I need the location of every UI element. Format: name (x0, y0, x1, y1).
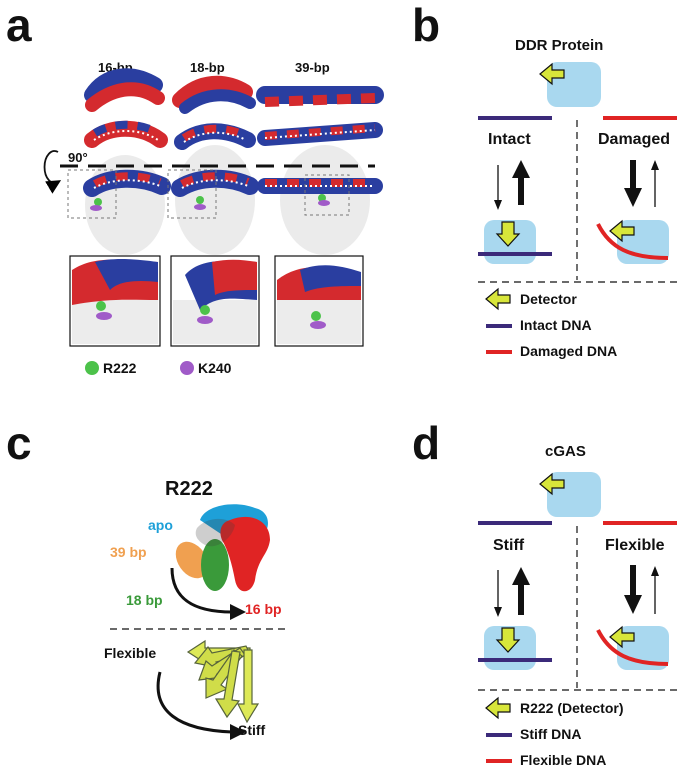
column-label-39bp: 39-bp (295, 60, 330, 75)
zoom-insets (69, 255, 364, 347)
panel-c-label-apo: apo (148, 517, 173, 533)
panel-d-legend-stiff: Stiff DNA (520, 726, 582, 742)
panel-d-left-label: Stiff (493, 537, 525, 554)
panel-c-title: R222 (165, 478, 213, 500)
panel-letter-a: a (6, 0, 32, 51)
column-label-18bp: 18-bp (190, 60, 225, 75)
panel-b-left-label: Intact (488, 131, 531, 148)
panel-c-label-18bp: 18 bp (126, 592, 163, 608)
legend-dot-k240 (180, 361, 194, 375)
rotation-label: 90° (68, 150, 88, 165)
panel-d-legend-flexible: Flexible DNA (520, 752, 607, 768)
rotate-arrow-icon (43, 150, 62, 194)
panel-c-label-flexible: Flexible (104, 645, 157, 661)
legend-dot-r222 (85, 361, 99, 375)
panel-d-right-label: Flexible (605, 537, 665, 554)
protein-backdrops (85, 145, 370, 255)
dna-row-bottom (83, 169, 383, 211)
panel-b-legend-intact: Intact DNA (520, 317, 592, 333)
panel-b-legend-detector: Detector (520, 291, 577, 307)
panel-c-label-stiff: Stiff (238, 722, 266, 738)
panel-b-graphics (478, 62, 677, 354)
panel-b-right-label: Damaged (598, 131, 671, 148)
dna-row-middle (84, 120, 383, 150)
panel-d-graphics (478, 472, 677, 763)
panel-c-label-16bp: 16 bp (245, 601, 282, 617)
panel-c-graphics (110, 504, 290, 740)
legend-label-r222: R222 (103, 360, 137, 376)
panel-letter-d: d (412, 417, 441, 469)
panel-c-label-39bp: 39 bp (110, 544, 147, 560)
dna-row-top (84, 68, 384, 114)
panel-b-title: DDR Protein (515, 37, 604, 54)
legend-label-k240: K240 (198, 360, 232, 376)
panel-d-legend-detector: R222 (Detector) (520, 700, 624, 716)
panel-d-title: cGAS (545, 443, 586, 460)
panel-letter-c: c (6, 417, 32, 469)
panel-b-legend-damaged: Damaged DNA (520, 343, 618, 359)
zoom-boxes (67, 169, 350, 219)
panel-letter-b: b (412, 0, 441, 51)
